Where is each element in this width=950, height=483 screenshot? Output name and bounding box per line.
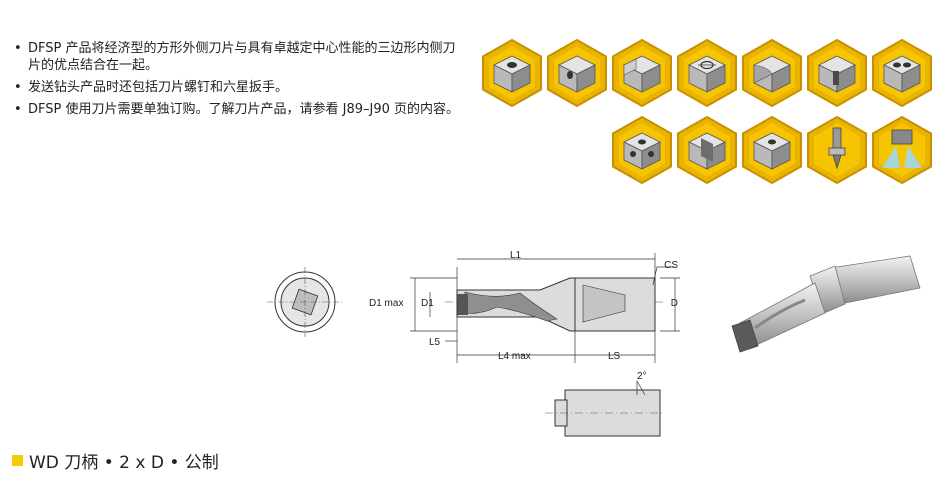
dim-angle: 2° (637, 371, 647, 382)
section-accent-square (12, 455, 23, 466)
drill-side-view (445, 277, 665, 332)
dim-d1: D1 (421, 298, 434, 309)
feature-bullet-list: DFSP 产品将经济型的方形外侧刀片与具有卓越定中心性能的三边形内侧刀片的优点结… (14, 40, 464, 123)
bullet-item: 发送钻头产品时还包括刀片螺钉和六星扳手。 (14, 79, 464, 96)
cube-hole-corner-icon (547, 39, 607, 107)
tool-holder-icon (807, 116, 867, 184)
dim-l5: L5 (429, 337, 441, 348)
shank-detail-view (545, 380, 665, 437)
cube-step-icon (612, 39, 672, 107)
cube-curve-icon (742, 39, 802, 107)
cube-cross-hole-icon (677, 39, 737, 107)
dim-cs: CS (664, 260, 678, 271)
technical-drawing: L1 CS D1 max D1 D L5 L4 max LS 2° (267, 250, 680, 437)
dim-d1-max: D1 max (369, 298, 403, 309)
cube-bevel-icon (742, 116, 802, 184)
cube-hole-icon (482, 39, 542, 107)
section-title: WD 刀柄 • 2 x D • 公制 (12, 448, 219, 473)
dim-l1: L1 (510, 250, 522, 261)
section-title-text: WD 刀柄 • 2 x D • 公制 (29, 453, 219, 473)
dim-ls: LS (608, 351, 621, 362)
dimension-lines (410, 253, 680, 363)
dim-l4-max: L4 max (498, 351, 531, 362)
bullet-item: DFSP 产品将经济型的方形外侧刀片与具有卓越定中心性能的三边形内侧刀片的优点结… (14, 40, 464, 74)
end-view (267, 267, 343, 337)
coolant-spray-icon (872, 116, 932, 184)
cube-double-hole-icon (872, 39, 932, 107)
cube-slot-icon (807, 39, 867, 107)
cube-multi-hole-icon (612, 116, 672, 184)
cube-channel-icon (677, 116, 737, 184)
application-icons (482, 39, 932, 184)
bullet-item: DFSP 使用刀片需要单独订购。了解刀片产品，请参看 J89–J90 页的内容。 (14, 101, 464, 118)
dim-d: D (671, 298, 678, 309)
drill-product-render (731, 255, 921, 353)
